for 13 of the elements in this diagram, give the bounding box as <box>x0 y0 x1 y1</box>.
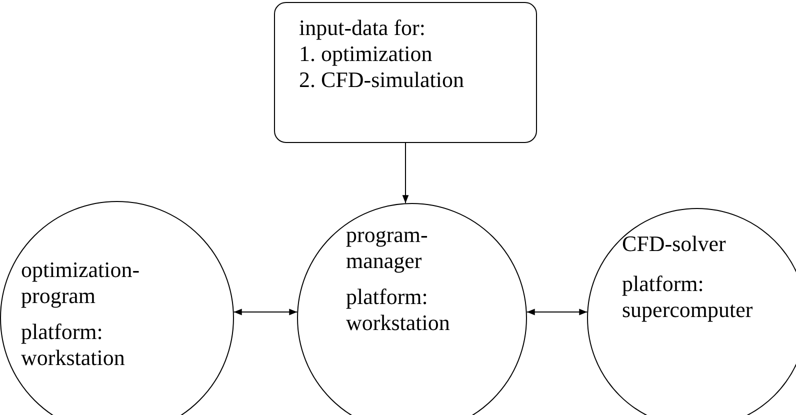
node-text: optimization-program <box>21 257 141 309</box>
node-text: platform: workstation <box>346 284 451 336</box>
arrow <box>402 142 409 204</box>
node-text: CFD-solver <box>622 231 727 257</box>
node-text: program-manager <box>346 222 429 274</box>
node-text: platform: supercomputer <box>622 271 754 323</box>
node-text: 1. optimization <box>299 41 434 67</box>
node-text: 2. CFD-simulation <box>299 67 466 93</box>
node-text: input-data for: <box>299 15 426 41</box>
arrow <box>526 308 588 316</box>
arrow <box>233 308 298 316</box>
input-box <box>274 2 537 143</box>
node-text: platform: workstation <box>21 319 126 371</box>
